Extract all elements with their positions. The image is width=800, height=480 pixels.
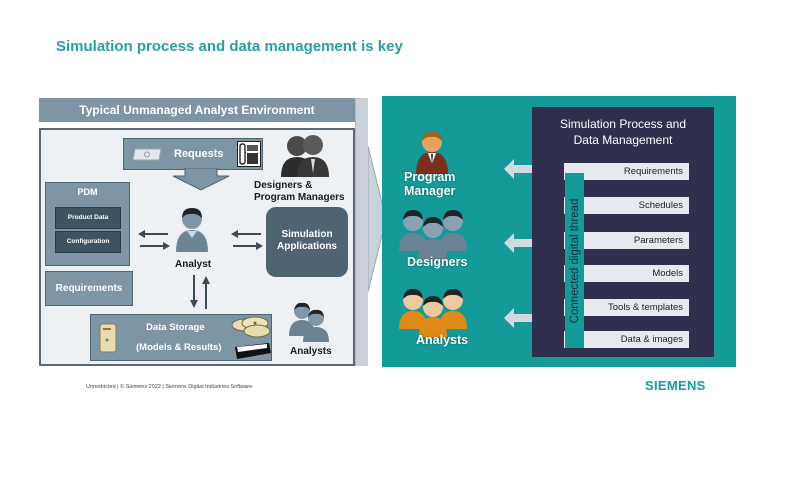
designers-program-managers-icon [281, 135, 329, 177]
sim-apps-line-2: Applications [276, 241, 337, 252]
data-storage-line-2: (Models & Results) [136, 342, 222, 353]
spdm-title: Simulation Process and Data Management [532, 116, 714, 148]
request-down-arrow [172, 168, 230, 191]
analysts-group-icon [289, 302, 329, 342]
digital-thread-bar: Connected digital thread [565, 173, 584, 348]
spdm-item-data-images: Data & images [564, 331, 689, 348]
requirements-box: Requirements [45, 271, 133, 306]
program-manager-line-2: Manager [404, 184, 456, 198]
program-manager-label: Program Manager [404, 170, 455, 198]
requests-label: Requests [174, 148, 224, 160]
left-panel-side-bar [355, 98, 368, 366]
pdm-label: PDM [77, 187, 98, 197]
designers-icon [399, 210, 467, 259]
pdm-analyst-arrows [138, 230, 170, 250]
spdm-item-parameters: Parameters [564, 232, 689, 249]
pdm-box: PDM Product Data Configuration [45, 182, 130, 266]
siemens-logo: SIEMENS [645, 378, 706, 393]
program-manager-icon [416, 131, 448, 174]
analyst-simapps-arrows [231, 230, 263, 250]
simulation-applications-box: Simulation Applications [266, 207, 348, 277]
server-icon [99, 323, 117, 353]
pdm-configuration: Configuration [55, 231, 121, 253]
spdm-item-tools-templates: Tools & templates [564, 299, 689, 316]
sim-apps-line-1: Simulation [281, 229, 333, 240]
data-storage-box: Data Storage (Models & Results) [90, 314, 272, 361]
spdm-title-line-1: Simulation Process and [559, 117, 687, 131]
phone-icon [237, 141, 261, 167]
pdm-product-data: Product Data [55, 207, 121, 229]
spdm-item-models: Models [564, 265, 689, 282]
analysts-icon [399, 289, 467, 337]
stakeholders-line-1: Designers & [254, 180, 313, 191]
spdm-title-line-2: Data Management [573, 133, 673, 147]
footer-text: Unrestricted | © Siemens 2022 | Siemens … [86, 384, 253, 390]
analyst-label: Analyst [175, 259, 212, 270]
requests-box: Requests [123, 138, 263, 170]
email-icon [132, 148, 162, 161]
spdm-item-schedules: Schedules [564, 197, 689, 214]
analyst-icon [176, 208, 208, 252]
designers-label: Designers [407, 255, 468, 269]
program-manager-line-1: Program [404, 170, 456, 184]
stakeholders-line-2: Program Managers [254, 192, 345, 203]
spdm-item-requirements: Requirements [564, 163, 689, 180]
spdm-box: Simulation Process and Data Management R… [532, 107, 714, 357]
designers-program-managers-label: Designers & Program Managers [254, 180, 345, 204]
unmanaged-environment-header: Typical Unmanaged Analyst Environment [39, 98, 355, 122]
discs-drive-icon [231, 316, 271, 359]
analyst-storage-arrows [190, 275, 210, 309]
digital-thread-label: Connected digital thread [568, 198, 581, 323]
analysts-label: Analysts [290, 346, 332, 357]
data-storage-line-1: Data Storage [146, 322, 205, 333]
analysts-role-label: Analysts [416, 333, 469, 347]
slide-title: Simulation process and data management i… [56, 38, 403, 55]
transition-chevron [368, 146, 386, 292]
